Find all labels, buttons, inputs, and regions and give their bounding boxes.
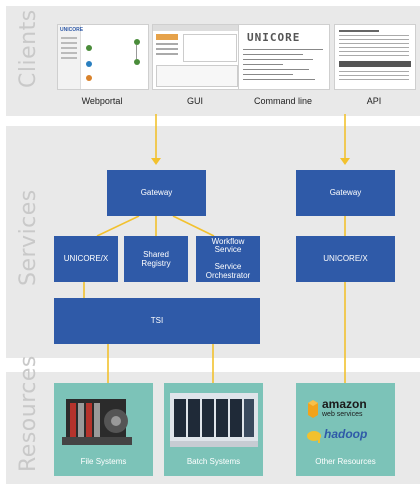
client-label-api: API [366, 96, 382, 106]
api-screenshot [334, 24, 416, 90]
gateway-right-box: Gateway [296, 170, 395, 216]
connector-gateway-workflow [172, 215, 215, 237]
arrowhead-left [151, 158, 161, 165]
amazon-wordmark: amazon [322, 397, 367, 411]
aws-subtitle: web services [322, 411, 363, 418]
shared-registry-box: Shared Registry [124, 236, 188, 282]
connector-gateway-unicorex [96, 215, 140, 237]
resource-label-batch-systems: Batch Systems [186, 457, 241, 466]
hadoop-wordmark: hadoop [324, 427, 368, 441]
client-label-command-line: Command line [253, 96, 313, 106]
workflow-orchestrator-box: Workflow Service Service Orchestrator [196, 236, 260, 282]
cmdline-logo: UNICORE [247, 31, 301, 44]
resource-batch-systems: Batch Systems [164, 383, 263, 476]
hadoop-elephant-icon [307, 431, 321, 443]
tsi-box: TSI [54, 298, 260, 344]
resource-file-systems: File Systems [54, 383, 153, 476]
client-label-gui: GUI [186, 96, 203, 106]
aws-cube-icon [308, 400, 318, 418]
storage-array-icon [62, 399, 132, 445]
arrowhead-right [340, 158, 350, 165]
client-label-webportal: Webportal [81, 96, 123, 106]
hadoop-logo: hadoop [306, 427, 386, 447]
resource-other-resources: amazon web services hadoop Other Resourc… [296, 383, 395, 476]
cmdline-screenshot: UNICORE [238, 24, 330, 90]
gateway-left-box: Gateway [107, 170, 206, 216]
aws-logo: amazon web services [306, 395, 386, 425]
supercomputer-icon [170, 393, 258, 447]
unicorex-right-box: UNICORE/X [296, 236, 395, 282]
resource-label-file-systems: File Systems [80, 457, 127, 466]
unicorex-left-box: UNICORE/X [54, 236, 118, 282]
resource-label-other-resources: Other Resources [315, 457, 376, 466]
webportal-screenshot: UNICORE [57, 24, 149, 90]
webportal-logo: UNICORE [60, 27, 84, 33]
